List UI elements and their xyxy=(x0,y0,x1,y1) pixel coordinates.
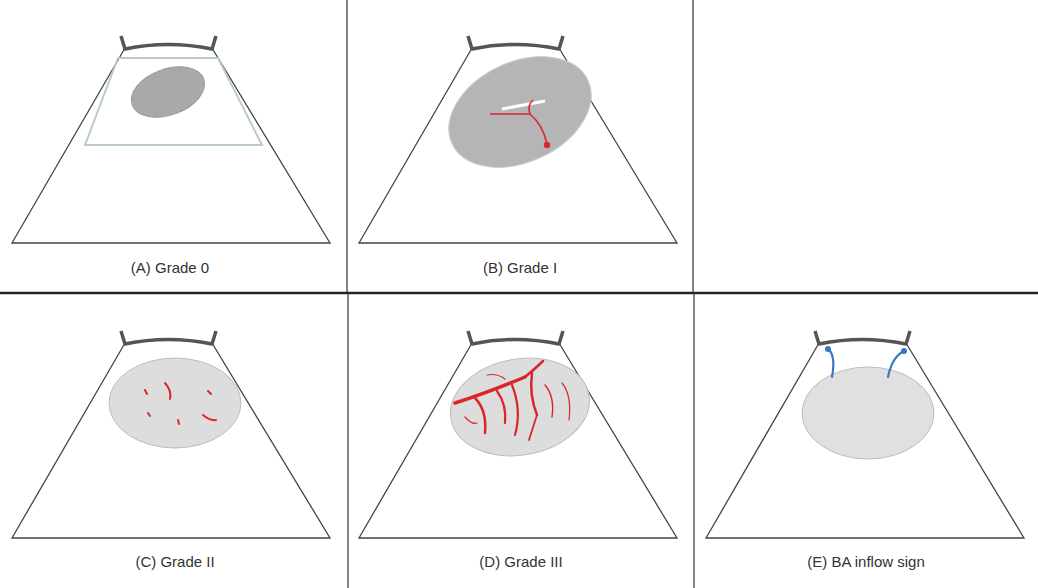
panel-caption: (C) Grade II xyxy=(135,553,214,571)
panel-caption: (B) Grade I xyxy=(483,259,557,277)
panel-caption: (A) Grade 0 xyxy=(131,259,209,277)
panel-caption: (E) BA inflow sign xyxy=(807,553,925,571)
panel-caption: (D) Grade III xyxy=(479,553,562,571)
